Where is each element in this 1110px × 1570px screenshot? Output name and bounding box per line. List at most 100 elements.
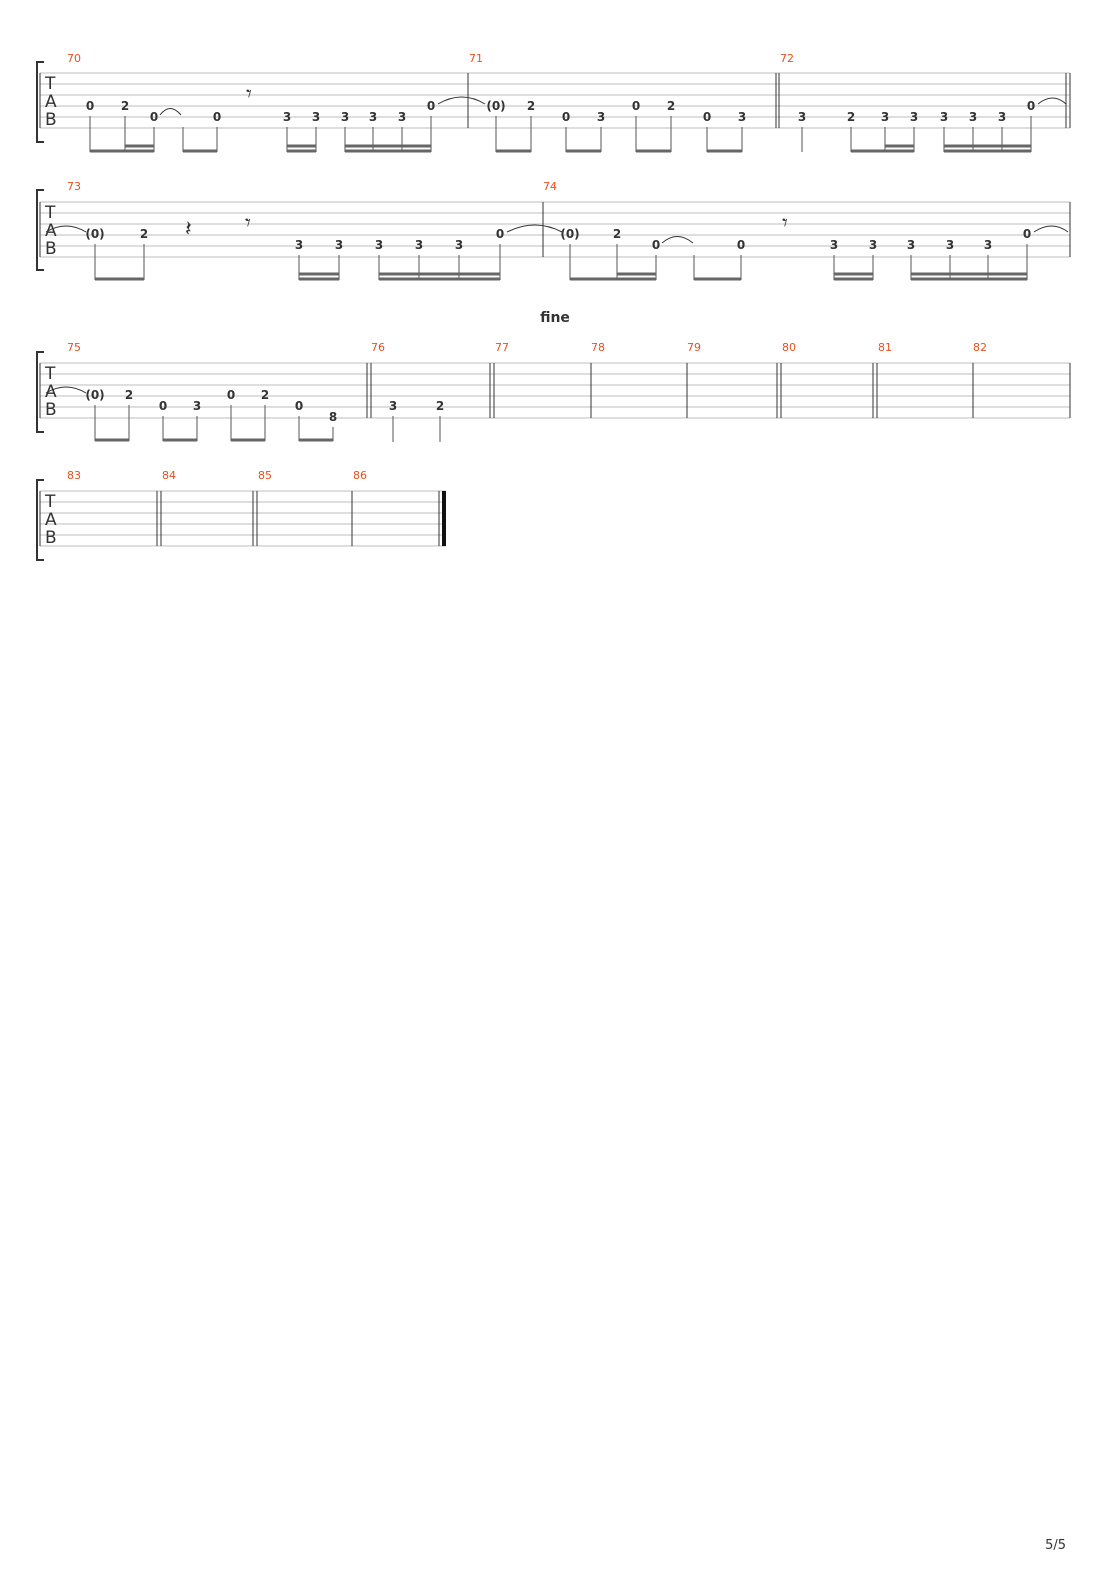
fret-number: 0 xyxy=(227,388,235,402)
fret-number: 3 xyxy=(738,110,746,124)
fret-number: 3 xyxy=(398,110,406,124)
fret-number: (0) xyxy=(85,388,104,402)
staff-lines xyxy=(40,490,446,547)
fret-number: 0 xyxy=(1027,99,1035,113)
tab-clef-t: T xyxy=(44,74,56,94)
measure-number: 70 xyxy=(67,52,81,65)
stems-beams xyxy=(569,244,1028,281)
fret-number: (0) xyxy=(560,227,579,241)
tab-clef-a: A xyxy=(45,92,57,112)
fret-number: 3 xyxy=(984,238,992,252)
eighth-rest: 𝄾 xyxy=(782,211,788,236)
staff-lines xyxy=(40,362,1070,419)
system-bracket xyxy=(36,479,44,561)
eighth-rest: 𝄾 xyxy=(246,82,252,107)
measure-number: 74 xyxy=(543,180,557,193)
system-2: T A B 73 74 (0) 2 𝄽 𝄾 3 3 3 3 3 0 xyxy=(36,180,1071,281)
fret-number: 3 xyxy=(193,399,201,413)
fret-number: 3 xyxy=(312,110,320,124)
fret-number: 3 xyxy=(946,238,954,252)
measure-number: 78 xyxy=(591,341,605,354)
quarter-rest: 𝄽 xyxy=(185,217,192,242)
tie xyxy=(1033,225,1069,233)
tab-clef-t: T xyxy=(44,492,56,512)
measure-number: 73 xyxy=(67,180,81,193)
fret-number: 0 xyxy=(295,399,303,413)
fret-number: 0 xyxy=(562,110,570,124)
stems-beams xyxy=(89,116,432,153)
fret-number: 0 xyxy=(86,99,94,113)
measure-number: 77 xyxy=(495,341,509,354)
fret-number: 3 xyxy=(283,110,291,124)
eighth-rest: 𝄾 xyxy=(245,211,251,236)
measure-number: 71 xyxy=(469,52,483,65)
fine-marking: fine xyxy=(540,310,570,326)
tie xyxy=(437,96,486,105)
fret-number: 2 xyxy=(121,99,129,113)
tab-clef-a: A xyxy=(45,221,57,241)
fret-number: 3 xyxy=(910,110,918,124)
fret-number: 3 xyxy=(415,238,423,252)
fret-number: 3 xyxy=(998,110,1006,124)
fret-number: 3 xyxy=(798,110,806,124)
fret-number: 2 xyxy=(125,388,133,402)
fret-number: 0 xyxy=(652,238,660,252)
fret-number: 0 xyxy=(427,99,435,113)
stems-beams xyxy=(94,244,501,281)
fret-number: 3 xyxy=(375,238,383,252)
fret-number: 0 xyxy=(213,110,221,124)
fret-number: 0 xyxy=(737,238,745,252)
measure-number: 81 xyxy=(878,341,892,354)
system-4: T A B 83 84 85 86 xyxy=(36,469,446,561)
tie xyxy=(506,224,563,233)
measure-number: 85 xyxy=(258,469,272,482)
fret-number: (0) xyxy=(85,227,104,241)
measure-number: 79 xyxy=(687,341,701,354)
fret-number: 0 xyxy=(703,110,711,124)
fret-number: 3 xyxy=(869,238,877,252)
stems-beams xyxy=(495,116,743,153)
fret-number: 3 xyxy=(940,110,948,124)
tab-clef-b: B xyxy=(45,110,57,130)
measure-number: 76 xyxy=(371,341,385,354)
fret-number: 3 xyxy=(455,238,463,252)
fret-number: 2 xyxy=(847,110,855,124)
fret-number: 3 xyxy=(969,110,977,124)
fret-number: 2 xyxy=(613,227,621,241)
staff-lines xyxy=(40,201,1070,258)
fret-number: 3 xyxy=(341,110,349,124)
fret-number: 3 xyxy=(907,238,915,252)
fret-number: 0 xyxy=(1023,227,1031,241)
tab-clef-b: B xyxy=(45,239,57,259)
tie xyxy=(1037,97,1067,105)
tab-clef-t: T xyxy=(44,203,56,223)
measure-number: 83 xyxy=(67,469,81,482)
fret-number: 2 xyxy=(436,399,444,413)
fret-number: 3 xyxy=(295,238,303,252)
page-number: 5/5 xyxy=(1045,1538,1066,1553)
tab-clef-t: T xyxy=(44,364,56,384)
fret-number: 0 xyxy=(150,110,158,124)
fret-number: 2 xyxy=(527,99,535,113)
fret-number: 3 xyxy=(369,110,377,124)
fret-number: 0 xyxy=(632,99,640,113)
fret-number: 3 xyxy=(830,238,838,252)
fret-number: 3 xyxy=(335,238,343,252)
measure-number: 82 xyxy=(973,341,987,354)
measure-number: 84 xyxy=(162,469,176,482)
fret-number: 8 xyxy=(329,410,337,424)
tie xyxy=(45,225,87,233)
system-bracket xyxy=(36,61,44,143)
fret-number: 3 xyxy=(881,110,889,124)
system-3: T A B 75 76 77 78 79 80 81 82 (0) 2 0 3 … xyxy=(36,341,1071,442)
measure-number: 80 xyxy=(782,341,796,354)
measure-number: 86 xyxy=(353,469,367,482)
stems-beams xyxy=(801,116,1032,153)
tie xyxy=(45,386,87,394)
stems-beams xyxy=(94,405,334,442)
fret-number: (0) xyxy=(486,99,505,113)
fret-number: 0 xyxy=(496,227,504,241)
measure-number: 75 xyxy=(67,341,81,354)
fret-number: 2 xyxy=(140,227,148,241)
